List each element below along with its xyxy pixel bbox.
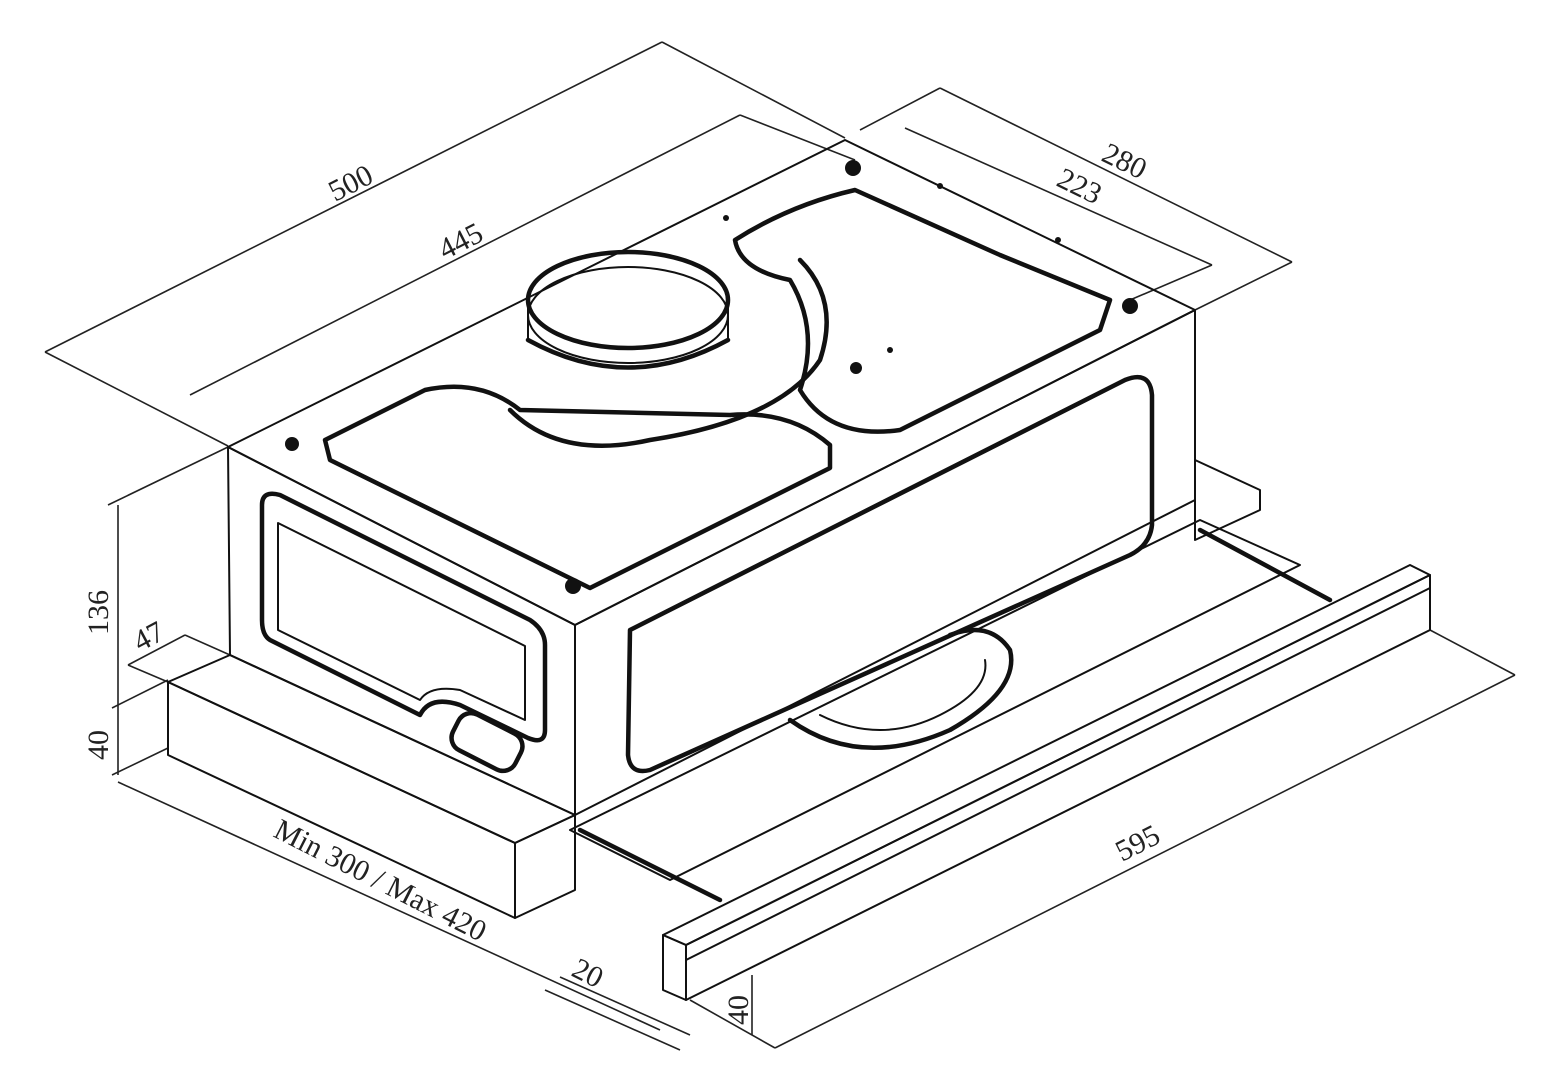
label-47: 47 <box>128 615 170 658</box>
label-20: 20 <box>567 952 609 995</box>
rear-base-block <box>167 654 576 919</box>
label-40-left: 40 <box>82 730 115 760</box>
hood-body <box>227 139 1196 816</box>
right-base-rails <box>569 459 1333 903</box>
label-136: 136 <box>82 590 115 635</box>
label-min-max: Min 300 / Max 420 <box>269 813 492 948</box>
dimension-lines <box>44 41 1516 1051</box>
label-40-front: 40 <box>722 995 755 1025</box>
front-panel <box>662 564 1431 1001</box>
label-223: 223 <box>1052 162 1107 211</box>
label-500: 500 <box>323 158 378 208</box>
label-595: 595 <box>1110 818 1165 868</box>
label-280: 280 <box>1097 137 1152 186</box>
dimension-labels: 500 445 280 223 136 40 47 Min 300 / Max … <box>82 137 1165 1025</box>
label-445: 445 <box>433 216 488 266</box>
bottom-handle <box>787 627 1014 751</box>
